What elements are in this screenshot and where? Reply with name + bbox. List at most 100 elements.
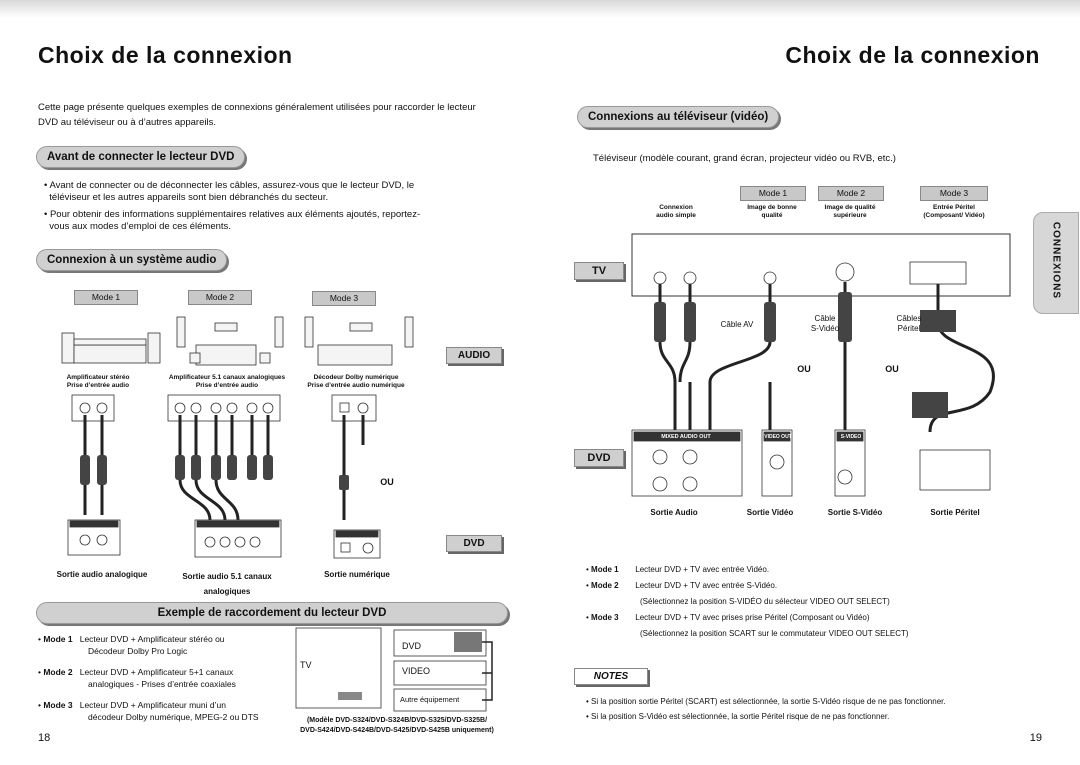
example-dvd-label: DVD [402, 641, 422, 651]
amp2-label-a: Amplificateur 5.1 canaux analogiques [168, 374, 286, 381]
page-number-right: 19 [1029, 732, 1042, 744]
out1-label: Sortie audio analogique [56, 570, 148, 579]
section-audio-system: Connexion à un système audio [36, 249, 228, 271]
svideo-out-label: S-VIDEO OUT [840, 434, 862, 448]
mode-row-3-label: Mode 3 [43, 700, 73, 710]
section-before-connecting: Avant de connecter le lecteur DVD [36, 146, 246, 168]
intro-text-line2: DVD au téléviseur ou à d’autres appareil… [38, 117, 216, 128]
tv-description: Téléviseur (modèle courant, grand écran,… [593, 153, 896, 164]
header-connexion-a: Connexion [659, 204, 693, 211]
header-mode1-a: Image de bonne [747, 204, 797, 211]
out3-label: Sortie numérique [324, 570, 390, 579]
amp1-label-a: Amplificateur stéréo [66, 374, 130, 381]
model-note-line2: DVD-S424/DVD-S424B/DVD-S425/DVD-S425B un… [300, 727, 494, 734]
mode-row-3-line2: décodeur Dolby numérique, MPEG-2 ou DTS [88, 712, 259, 722]
bullet-1: • Avant de connecter ou de déconnecter l… [44, 180, 415, 203]
mode-row-3-line1: Lecteur DVD + Amplificateur muni d’un [79, 700, 226, 710]
ou-label-right-1: OU [797, 364, 811, 374]
page-number-left: 18 [38, 732, 51, 744]
out-peritel-label: Sortie Péritel [930, 508, 980, 517]
example-other-label: Autre équipement [400, 695, 460, 704]
mode-row-1-line2: Décodeur Dolby Pro Logic [88, 646, 188, 656]
out-video-label: Sortie Vidéo [746, 508, 794, 517]
amp1-label-b: Prise d’entrée audio [66, 382, 130, 389]
video-mode-line-2b: (Sélectionnez la position S-VIDÉO du sél… [640, 597, 890, 606]
intro-text-line1: Cette page présente quelques exemples de… [38, 102, 476, 113]
note-1: • Si la position sortie Péritel (SCART) … [586, 697, 946, 706]
bullet-1-line1: Avant de connecter ou de déconnecter les… [49, 180, 415, 191]
cable-av-label: Câble AV [720, 320, 754, 329]
model-note: (Modèle DVD-S324/DVD-S324B/DVD-S325/DVD-… [292, 716, 502, 736]
mode-row-1-line1: Lecteur DVD + Amplificateur stéréo ou [79, 634, 225, 644]
video-mode-line-1: • Mode 1 Lecteur DVD + TV avec entrée Vi… [586, 565, 770, 574]
cable-peritel-a: Câbles [896, 314, 922, 323]
page-title-left: Choix de la connexion [38, 42, 293, 68]
example-tv-label: TV [300, 660, 312, 670]
example-video-label: VIDEO [402, 666, 431, 676]
video-mode-line-1-text: Lecteur DVD + TV avec entrée Vidéo. [635, 565, 770, 574]
model-note-line1: (Modèle DVD-S324/DVD-S324B/DVD-S325/DVD-… [306, 717, 488, 724]
section-tv-connections: Connexions au téléviseur (vidéo) [577, 106, 780, 128]
mode2-label-right: Mode 2 [818, 186, 884, 201]
video-mode-line-3: • Mode 3 Lecteur DVD + TV avec prises pr… [586, 613, 870, 622]
ou-label-left: OU [380, 477, 394, 487]
dvd-tag-right: DVD [574, 449, 624, 467]
out-audio-label: Sortie Audio [650, 508, 698, 517]
cable-svideo-a: Câble [814, 314, 836, 323]
mode-row-2-label: Mode 2 [43, 667, 73, 677]
cable-peritel-b: Péritel [897, 324, 921, 333]
out2-label: Sortie audio 5.1 canaux analogiques [170, 572, 284, 597]
side-tab-connexions: CONNEXIONS [1033, 212, 1079, 314]
mode1-label-right: Mode 1 [740, 186, 806, 201]
amp2-label-b: Prise d’entrée audio [195, 382, 259, 389]
mode1-label-left: Mode 1 [74, 290, 138, 305]
bullet-2: • Pour obtenir des informations suppléme… [44, 209, 421, 232]
amp3-label-b: Prise d’entrée audio numérique [307, 382, 405, 389]
video-mode-line-3-text: Lecteur DVD + TV avec prises prise Périt… [635, 613, 870, 622]
header-mode2-a: Image de qualité [824, 204, 876, 211]
mode-row-2-line2: analogiques - Prises d’entrée coaxiales [88, 679, 236, 689]
note-2-text: Si la position S-Vidéo est sélectionnée,… [591, 712, 890, 721]
video-mode-line-1-label: Mode 1 [591, 565, 619, 574]
header-mode1-b: qualité [761, 212, 783, 219]
bullet-1-line2: téléviseur et les autres appareils sont … [49, 192, 329, 203]
top-band [0, 0, 1080, 18]
note-2: • Si la position S-Vidéo est sélectionné… [586, 712, 890, 721]
out2-label-b: analogiques [203, 587, 251, 596]
tv-tag: TV [574, 262, 624, 280]
page-title-right: Choix de la connexion [785, 42, 1040, 68]
video-mode-line-3-label: Mode 3 [591, 613, 619, 622]
mode-row-2: • Mode 2 Lecteur DVD + Amplificateur 5+1… [38, 667, 236, 689]
side-tab-label: CONNEXIONS [1050, 221, 1062, 300]
mode-row-1: • Mode 1 Lecteur DVD + Amplificateur sté… [38, 634, 225, 656]
audio-connection-diagram [61, 316, 414, 559]
video-connection-diagram [631, 233, 1011, 497]
amp3-label-a: Décodeur Dolby numérique [313, 374, 399, 381]
video-mode-line-2: • Mode 2 Lecteur DVD + TV avec entrée S-… [586, 581, 778, 590]
header-mode3-b: (Composant/ Vidéo) [923, 212, 985, 219]
section-connection-example: Exemple de raccordement du lecteur DVD [36, 602, 508, 624]
notes-label: NOTES [574, 668, 648, 685]
header-mode2-b: supérieure [833, 212, 867, 219]
cable-svideo-b: S-Vidéo [810, 324, 840, 333]
video-mode-line-2-label: Mode 2 [591, 581, 619, 590]
mode2-label-left: Mode 2 [188, 290, 252, 305]
bullet-2-line1: Pour obtenir des informations supplément… [49, 209, 421, 220]
mixed-audio-out-label: MIXED AUDIO OUT [661, 434, 711, 440]
video-mode-line-2-text: Lecteur DVD + TV avec entrée S-Vidéo. [635, 581, 778, 590]
out2-label-a: Sortie audio 5.1 canaux [182, 572, 272, 581]
mode-row-3: • Mode 3 Lecteur DVD + Amplificateur mun… [38, 700, 259, 722]
dvd-tag-left: DVD [446, 535, 502, 552]
video-mode-line-3b: (Sélectionnez la position SCART sur le c… [640, 629, 909, 638]
mode-row-2-line1: Lecteur DVD + Amplificateur 5+1 canaux [79, 667, 234, 677]
header-mode3: Entrée Péritel(Composant/ Vidéo) [906, 204, 1002, 220]
bullet-2-line2: vous aux modes d’emploi de ces éléments. [49, 221, 231, 232]
